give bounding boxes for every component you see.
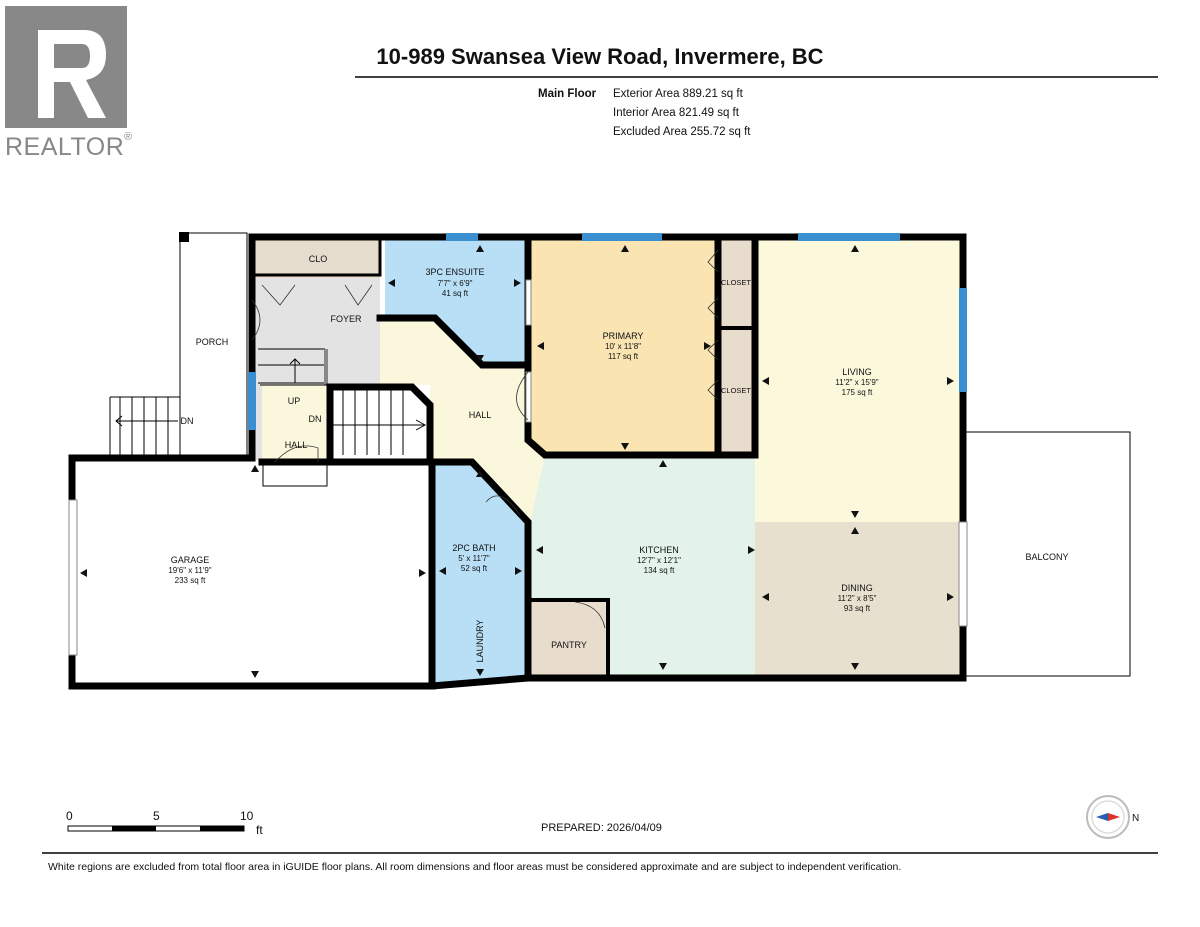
logo-wordmark: REALTOR [5, 133, 124, 161]
scale-unit: ft [256, 823, 263, 837]
bath-label: 2PC BATH [452, 543, 495, 553]
dimension-arrows [80, 245, 954, 678]
bath-fill [432, 462, 528, 684]
garage-area: 233 sq ft [175, 576, 206, 585]
kitchen-label: KITCHEN [639, 545, 679, 555]
kitchen-area: 134 sq ft [644, 566, 675, 575]
porch-label: PORCH [196, 337, 229, 347]
primary-area: 117 sq ft [608, 352, 639, 361]
up-label: UP [288, 396, 301, 406]
bath-dims: 5' x 11'7" [458, 554, 490, 563]
hall-small-label: HALL [285, 440, 308, 450]
floor-name: Main Floor [538, 88, 597, 100]
scale-tick-10: 10 [240, 809, 254, 823]
windows [68, 233, 968, 656]
scale-tick-0: 0 [66, 809, 73, 823]
scale-tick-5: 5 [153, 809, 160, 823]
bath-area: 52 sq ft [461, 564, 488, 573]
living-dims: 11'2" x 15'9" [835, 378, 878, 387]
hall-fill [380, 318, 545, 522]
closet1-fill [718, 240, 755, 327]
primary-fill [530, 240, 718, 452]
footer-note: White regions are excluded from total fl… [48, 861, 901, 873]
laundry-label: LAUNDRY [475, 620, 485, 663]
ensuite-area: 41 sq ft [442, 289, 469, 298]
living-label: LIVING [842, 367, 872, 377]
porch-dn-label: DN [181, 416, 194, 426]
primary-dims: 10' x 11'8" [605, 342, 641, 351]
compass-icon: N [1086, 795, 1139, 839]
door-swings [251, 249, 719, 629]
pantry-fill [530, 600, 608, 675]
interior-area: Interior Area 821.49 sq ft [613, 107, 740, 119]
hall-small-fill [262, 385, 330, 460]
pantry-label: PANTRY [551, 640, 587, 650]
ensuite-dims: 7'7" x 6'9" [438, 279, 473, 288]
stair-down [260, 384, 428, 460]
primary-label: PRIMARY [603, 331, 644, 341]
living-area: 175 sq ft [842, 388, 873, 397]
ensuite-label: 3PC ENSUITE [425, 267, 484, 277]
living-fill [755, 240, 960, 522]
exterior-area: Exterior Area 889.21 sq ft [613, 88, 744, 100]
logo-registered: ® [124, 131, 132, 143]
realtor-logo: REALTOR ® [5, 6, 132, 161]
dining-fill [755, 522, 960, 675]
prepared-date: PREPARED: 2026/04/09 [541, 822, 662, 834]
foyer-label: FOYER [330, 314, 362, 324]
garage-dims: 19'6" x 11'9" [168, 566, 211, 575]
closet2-fill [718, 330, 755, 452]
excluded-area: Excluded Area 255.72 sq ft [613, 126, 751, 138]
compass-label: N [1132, 813, 1139, 824]
closet1-label: CLOSET [721, 278, 751, 287]
scale-bar: 0 5 10 ft [66, 809, 263, 837]
dining-dims: 11'2" x 8'5" [838, 594, 877, 603]
clo-fill [252, 240, 380, 278]
ensuite-fill [385, 240, 528, 365]
kitchen-dims: 12'7" x 12'1" [637, 556, 681, 565]
page-title: 10-989 Swansea View Road, Invermere, BC [376, 44, 823, 69]
room-fills [252, 240, 960, 684]
closet2-label: CLOSET [721, 386, 751, 395]
stair-dn-label: DN [309, 414, 322, 424]
garage-label: GARAGE [171, 555, 210, 565]
hall-label: HALL [469, 410, 492, 420]
dining-label: DINING [841, 583, 873, 593]
dining-area: 93 sq ft [844, 604, 871, 613]
clo-label: CLO [309, 254, 328, 264]
balcony-label: BALCONY [1025, 552, 1068, 562]
